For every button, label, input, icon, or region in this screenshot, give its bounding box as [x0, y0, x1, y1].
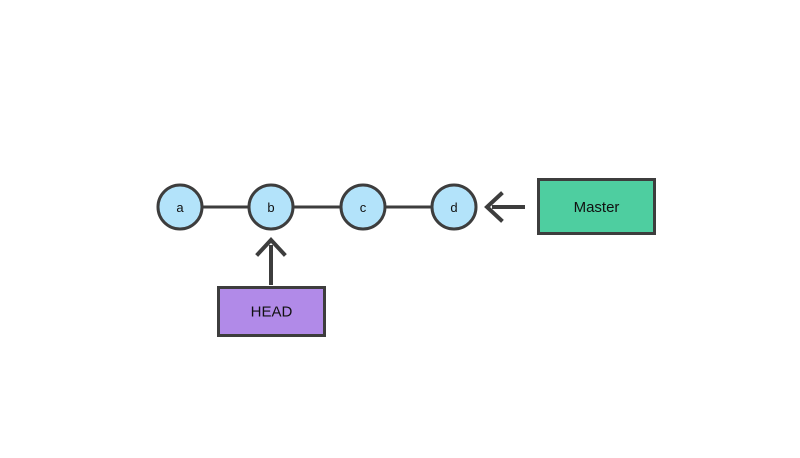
branch-box-master-rect [537, 178, 656, 235]
arrow-master-to-d [484, 191, 525, 223]
head-box[interactable]: HEAD [217, 286, 326, 337]
arrow-head-left-icon [484, 191, 504, 223]
commit-label-c: c [360, 200, 367, 215]
commit-circle-d [430, 183, 478, 231]
commit-circle-a [156, 183, 204, 231]
branch-box-master-label: Master [574, 199, 620, 216]
head-box-label: HEAD [251, 304, 293, 321]
commit-circle-b [247, 183, 295, 231]
commit-label-a: a [176, 200, 184, 215]
head-box-rect [217, 286, 326, 337]
commit-node-a[interactable]: a [156, 183, 204, 231]
commit-node-d[interactable]: d [430, 183, 478, 231]
commit-label-d: d [450, 200, 457, 215]
arrow-head-up-icon [255, 237, 287, 257]
commit-node-b[interactable]: b [247, 183, 295, 231]
commit-node-c[interactable]: c [339, 183, 387, 231]
commit-circle-c [339, 183, 387, 231]
arrow-head-to-b [255, 237, 287, 285]
commit-label-b: b [267, 200, 274, 215]
branch-box-master[interactable]: Master [537, 178, 656, 235]
